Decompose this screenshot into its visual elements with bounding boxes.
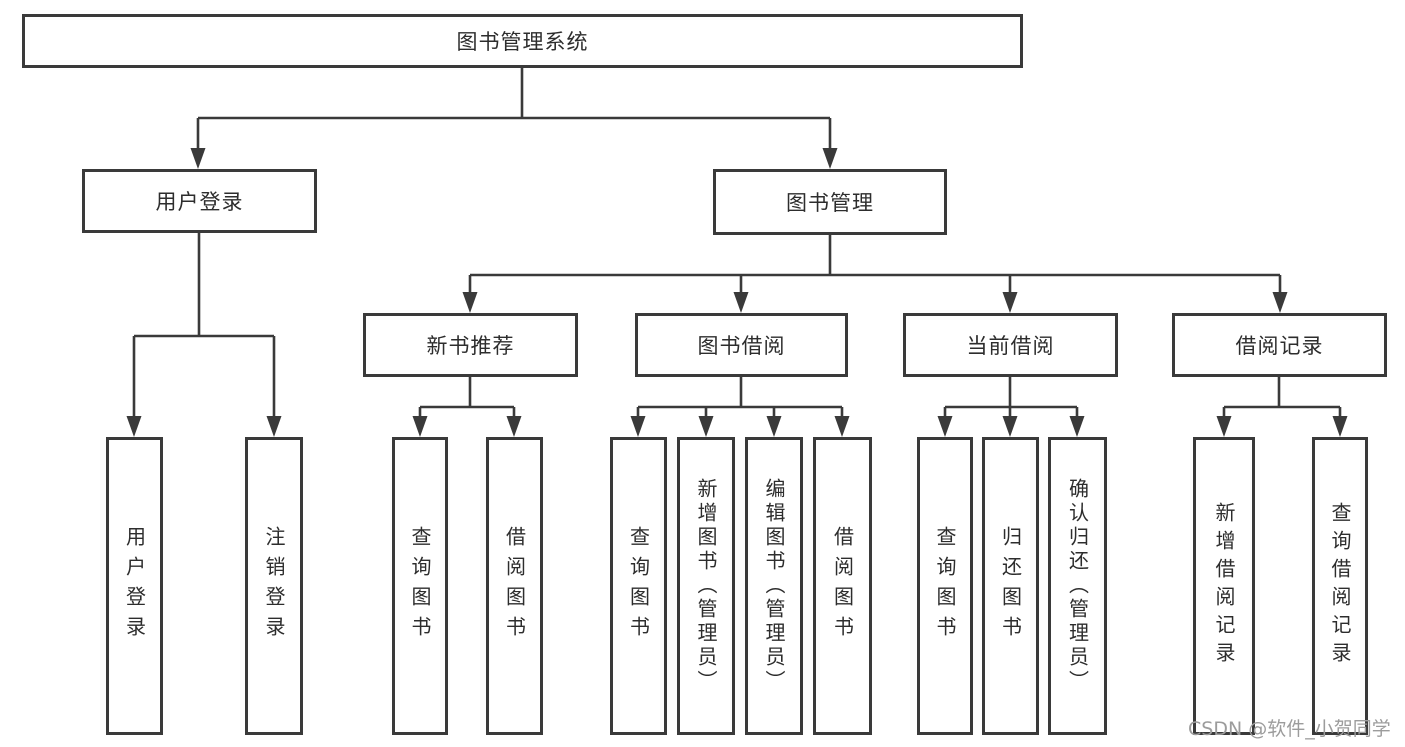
node-leaf-user-login: 用户登录 <box>106 437 163 735</box>
node-label: 归还图书 <box>998 526 1023 646</box>
node-leaf-query-books-a: 查询图书 <box>392 437 448 735</box>
node-label: 借阅图书 <box>830 526 855 646</box>
node-borrowing-records: 借阅记录 <box>1172 313 1387 377</box>
node-label: 查询图书 <box>626 526 651 646</box>
node-label: 用户登录 <box>155 190 244 214</box>
node-label: 借阅记录 <box>1235 334 1324 358</box>
node-leaf-query-borrow-record: 查询借阅记录 <box>1312 437 1368 735</box>
node-label: 当前借阅 <box>966 334 1055 358</box>
node-label: 查询图书 <box>933 526 957 646</box>
node-label: 借阅图书 <box>502 526 527 646</box>
node-label: 查询图书 <box>408 526 432 646</box>
node-label: 查询借阅记录 <box>1328 502 1352 670</box>
node-new-book-recommendation: 新书推荐 <box>363 313 578 377</box>
node-label: 图书借阅 <box>697 334 786 358</box>
node-book-borrowing: 图书借阅 <box>635 313 848 377</box>
node-label: 图书管理 <box>786 191 874 215</box>
node-label: 新书推荐 <box>426 334 515 358</box>
node-current-borrowing: 当前借阅 <box>903 313 1118 377</box>
node-leaf-confirm-return-admin: 确认归还（管理员） <box>1048 437 1107 735</box>
node-leaf-query-books-b: 查询图书 <box>610 437 667 735</box>
csdn-watermark: CSDN @软件_小贺同学 <box>1188 718 1391 740</box>
node-library-management-system: 图书管理系统 <box>22 14 1023 68</box>
node-leaf-add-borrow-record: 新增借阅记录 <box>1193 437 1255 735</box>
node-leaf-query-books-c: 查询图书 <box>917 437 973 735</box>
node-label: 用户登录 <box>122 526 147 646</box>
node-leaf-edit-books-admin: 编辑图书（管理员） <box>745 437 803 735</box>
node-label: 注销登录 <box>262 526 286 646</box>
node-label: 新增借阅记录 <box>1212 502 1236 670</box>
node-leaf-borrow-books-a: 借阅图书 <box>486 437 543 735</box>
node-label: 新增图书（管理员） <box>694 478 718 694</box>
node-leaf-add-books-admin: 新增图书（管理员） <box>677 437 735 735</box>
node-leaf-logout: 注销登录 <box>245 437 303 735</box>
node-label: 图书管理系统 <box>456 30 589 54</box>
node-user-login: 用户登录 <box>82 169 317 233</box>
node-leaf-return-books: 归还图书 <box>982 437 1039 735</box>
node-leaf-borrow-books-b: 借阅图书 <box>813 437 872 735</box>
node-label: 确认归还（管理员） <box>1065 478 1090 694</box>
node-label: 编辑图书（管理员） <box>762 478 786 694</box>
arrowheads <box>126 148 1348 437</box>
node-book-management: 图书管理 <box>713 169 947 235</box>
